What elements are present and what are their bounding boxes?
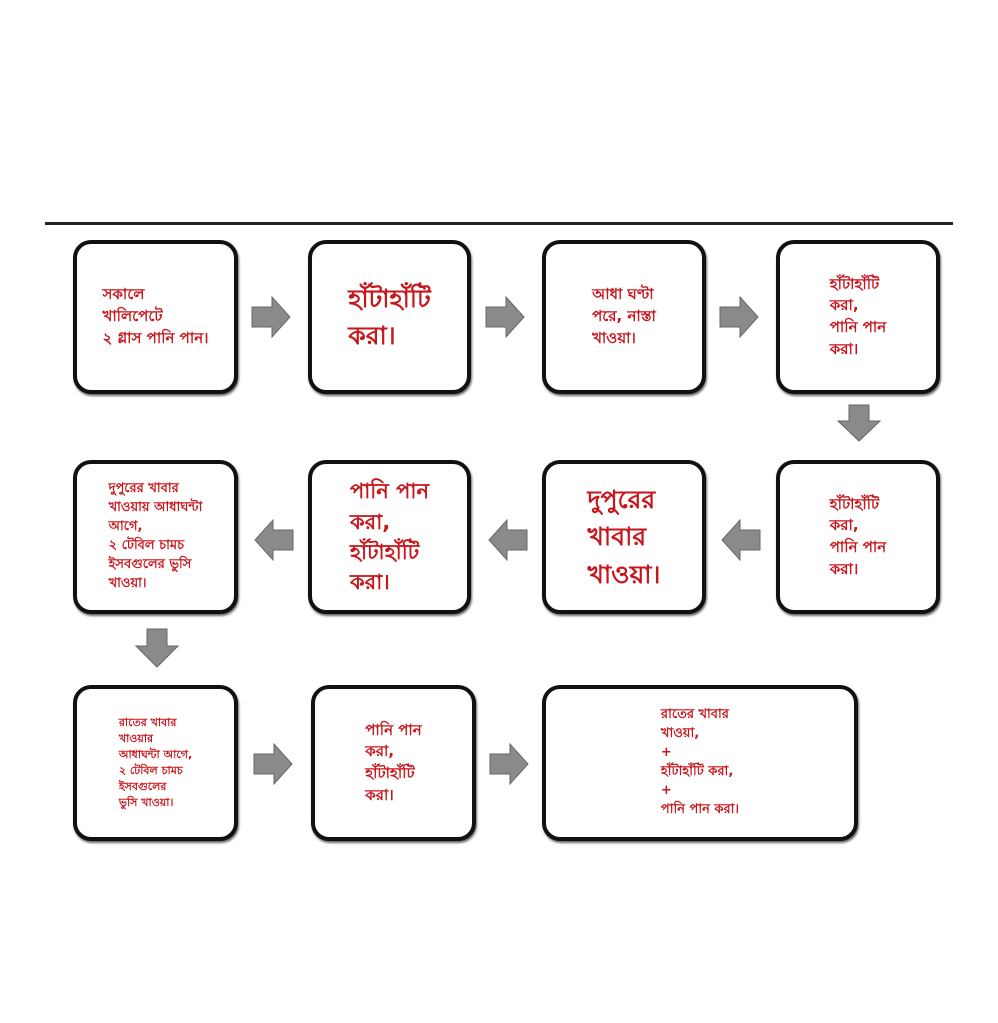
step-4-box: হাঁটাহাঁটি করা, পানি পান করা। [776,240,940,394]
step-6-text: দুপুরের খাবার খাওয়া। [587,484,661,589]
arrow-right-icon [489,742,529,786]
step-11-box: রাতের খাবার খাওয়া, + হাঁটাহাঁটি করা, + … [542,685,858,841]
arrow-left-icon [721,518,761,562]
step-9-text: রাতের খাবার খাওয়ার আধাঘন্টা আগে, ২ টেবি… [118,716,193,809]
arrow-down-icon [836,404,882,442]
arrow-right-icon [485,295,525,339]
step-8-box: দুপুরের খাবার খাওয়ায় আধাঘন্টা আগে, ২ ট… [73,460,238,614]
arrow-right-icon [719,295,759,339]
step-5-text: হাঁটাহাঁটি করা, পানি পান করা। [829,494,887,578]
arrow-right-icon [251,295,291,339]
step-9-box: রাতের খাবার খাওয়ার আধাঘন্টা আগে, ২ টেবি… [73,685,238,841]
step-4-text: হাঁটাহাঁটি করা, পানি পান করা। [829,274,887,358]
top-divider [45,222,953,225]
step-3-box: আধা ঘণ্টা পরে, নাস্তা খাওয়া। [542,240,706,394]
step-2-text: হাঁটাহাঁটি করা। [348,283,431,351]
step-10-text: পানি পান করা, হাঁটাহাঁটি করা। [365,720,422,804]
step-7-text: পানি পান করা, হাঁটাহাঁটি করা। [349,479,430,595]
step-3-text: আধা ঘণ্টা পরে, নাস্তা খাওয়া। [592,285,656,347]
step-6-box: দুপুরের খাবার খাওয়া। [542,460,706,614]
step-7-box: পানি পান করা, হাঁটাহাঁটি করা। [308,460,471,614]
arrow-down-icon [134,628,180,668]
step-8-text: দুপুরের খাবার খাওয়ায় আধাঘন্টা আগে, ২ ট… [108,481,203,591]
step-2-box: হাঁটাহাঁটি করা। [308,240,471,394]
step-1-box: সকালে খালিপেটে ২ গ্লাস পানি পান। [73,240,238,394]
step-1-text: সকালে খালিপেটে ২ গ্লাস পানি পান। [102,285,209,347]
step-11-text: রাতের খাবার খাওয়া, + হাঁটাহাঁটি করা, + … [660,707,740,817]
arrow-left-icon [254,518,294,562]
arrow-left-icon [488,518,528,562]
step-10-box: পানি পান করা, হাঁটাহাঁটি করা। [311,685,476,841]
arrow-right-icon [253,742,293,786]
step-5-box: হাঁটাহাঁটি করা, পানি পান করা। [776,460,940,614]
